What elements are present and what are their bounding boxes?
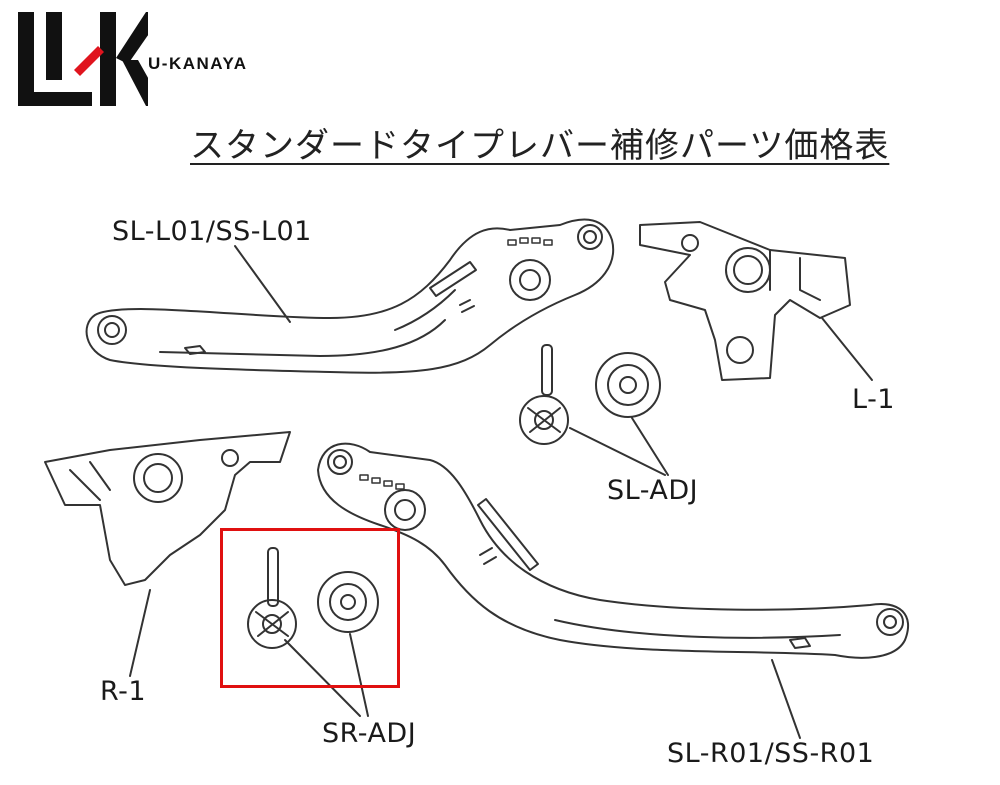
- lever-right-sl-r01: [317, 442, 910, 659]
- holder-left-l1: [639, 221, 851, 381]
- page-title: スタンダードタイプレバー補修パーツ価格表: [190, 126, 890, 166]
- leader-line-sl-r01: [771, 659, 801, 739]
- leader-line-sr-adj-1: [284, 639, 361, 717]
- leader-line-sl-l01: [234, 245, 291, 323]
- label-adjuster-left: SL-ADJ: [607, 475, 699, 506]
- lever-left-sl-l01: [85, 218, 615, 374]
- adjuster-left-sl-adj: [519, 344, 661, 445]
- leader-line-sl-adj-2: [631, 417, 669, 476]
- leader-line-sr-adj-2: [349, 633, 369, 717]
- label-holder-left: L-1: [852, 384, 895, 415]
- leader-line-l1: [821, 317, 873, 381]
- label-adjuster-right: SR-ADJ: [322, 718, 417, 749]
- highlight-box-sr-adj: [220, 528, 400, 688]
- label-lever-left: SL-L01/SS-L01: [112, 216, 312, 247]
- leader-line-r1: [129, 589, 151, 677]
- brand-logo: U-KANAYA: [18, 10, 288, 110]
- leader-line-sl-adj-1: [569, 427, 666, 476]
- label-lever-right: SL-R01/SS-R01: [667, 738, 875, 769]
- adjuster-right-sr-adj: [247, 547, 379, 649]
- logo-wordmark: U-KANAYA: [148, 54, 248, 73]
- holder-right-r1: [44, 431, 291, 586]
- label-holder-right: R-1: [100, 676, 147, 707]
